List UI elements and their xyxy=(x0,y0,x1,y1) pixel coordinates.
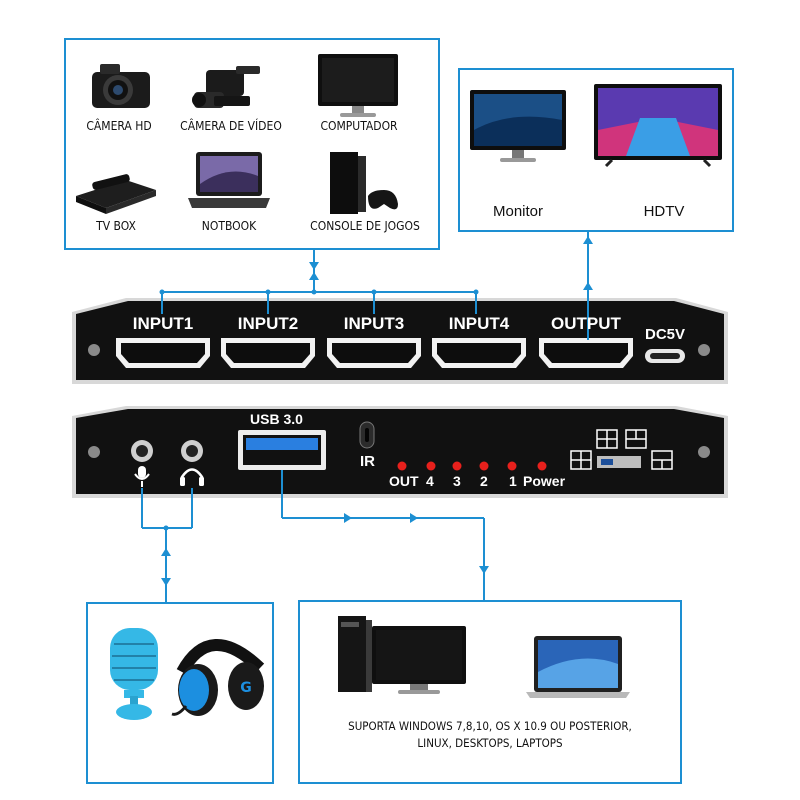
hdmi-port-output xyxy=(539,338,633,368)
tv-box-icon xyxy=(76,174,156,214)
headphone-jack xyxy=(180,440,204,486)
status-led-3 xyxy=(479,461,489,471)
display-label-hdtv: HDTV xyxy=(643,203,685,220)
display-label-monitor: Monitor xyxy=(492,203,544,220)
microphone-device-icon xyxy=(110,628,158,720)
desktop-monitor-icon xyxy=(372,626,466,694)
usb3-port xyxy=(238,430,326,470)
led-label-4: 4 xyxy=(426,473,434,489)
led-label-1: 1 xyxy=(509,473,517,489)
source-label-video-camera: CÂMERA DE VÍDEO xyxy=(180,119,282,133)
svg-text:G: G xyxy=(240,680,252,696)
led-label-power: Power xyxy=(523,473,566,489)
desktop-tower-icon xyxy=(338,616,372,692)
hdmi-port-input3 xyxy=(327,338,421,368)
status-led-4 xyxy=(507,461,517,471)
microphone-icon xyxy=(138,466,146,478)
power-label-dc5v: DC5V xyxy=(644,326,685,343)
source-label-computer: COMPUTADOR xyxy=(320,119,398,133)
ir-label: IR xyxy=(360,453,375,470)
hdmi-port-input2 xyxy=(221,338,315,368)
status-led-5 xyxy=(537,461,547,471)
hdmi-port-input4 xyxy=(432,338,526,368)
source-label-game-console: CONSOLE DE JOGOS xyxy=(310,219,420,233)
usb-label: USB 3.0 xyxy=(250,411,303,427)
port-label-input1: INPUT1 xyxy=(132,314,194,333)
source-label-notebook: NOTBOOK xyxy=(201,219,257,233)
status-led-1 xyxy=(426,461,436,471)
port-label-input3: INPUT3 xyxy=(343,314,405,333)
status-led-2 xyxy=(452,461,462,471)
rear-panel xyxy=(72,406,728,498)
macbook-icon xyxy=(526,636,630,698)
source-label-hd-camera: CÂMERA HD xyxy=(86,119,152,133)
dslr-camera-icon xyxy=(92,64,150,108)
led-label-out: OUT xyxy=(389,473,419,489)
game-console-icon xyxy=(330,152,398,214)
compatibility-line-2: LINUX, DESKTOPS, LAPTOPS xyxy=(417,736,563,750)
microphone-jack xyxy=(131,440,153,487)
gaming-headset-icon: G xyxy=(171,639,265,716)
port-label-output: OUTPUT xyxy=(551,314,621,333)
video-camera-icon xyxy=(192,66,260,108)
screw-icon xyxy=(698,344,710,356)
compatibility-text: SUPORTA WINDOWS 7,8,10, OS X 10.9 OU POS… xyxy=(300,718,680,752)
port-label-input2: INPUT2 xyxy=(237,314,299,333)
led-label-2: 2 xyxy=(480,473,488,489)
hdtv-icon xyxy=(594,84,722,168)
port-label-input4: INPUT4 xyxy=(448,314,510,333)
status-led-0 xyxy=(397,461,407,471)
status-leds xyxy=(397,461,547,471)
screw-icon xyxy=(698,446,710,458)
source-label-tv-box: TV BOX xyxy=(96,219,136,233)
computer-monitor-icon xyxy=(318,54,398,117)
led-label-3: 3 xyxy=(453,473,461,489)
hdmi-port-input1 xyxy=(116,338,210,368)
laptop-icon xyxy=(188,152,270,208)
compatibility-line-1: SUPORTA WINDOWS 7,8,10, OS X 10.9 OU POS… xyxy=(348,719,632,733)
headphone-icon xyxy=(180,468,204,484)
screw-icon xyxy=(88,446,100,458)
screw-icon xyxy=(88,344,100,356)
layout-mode-icons xyxy=(570,429,673,470)
monitor-icon xyxy=(470,90,566,162)
